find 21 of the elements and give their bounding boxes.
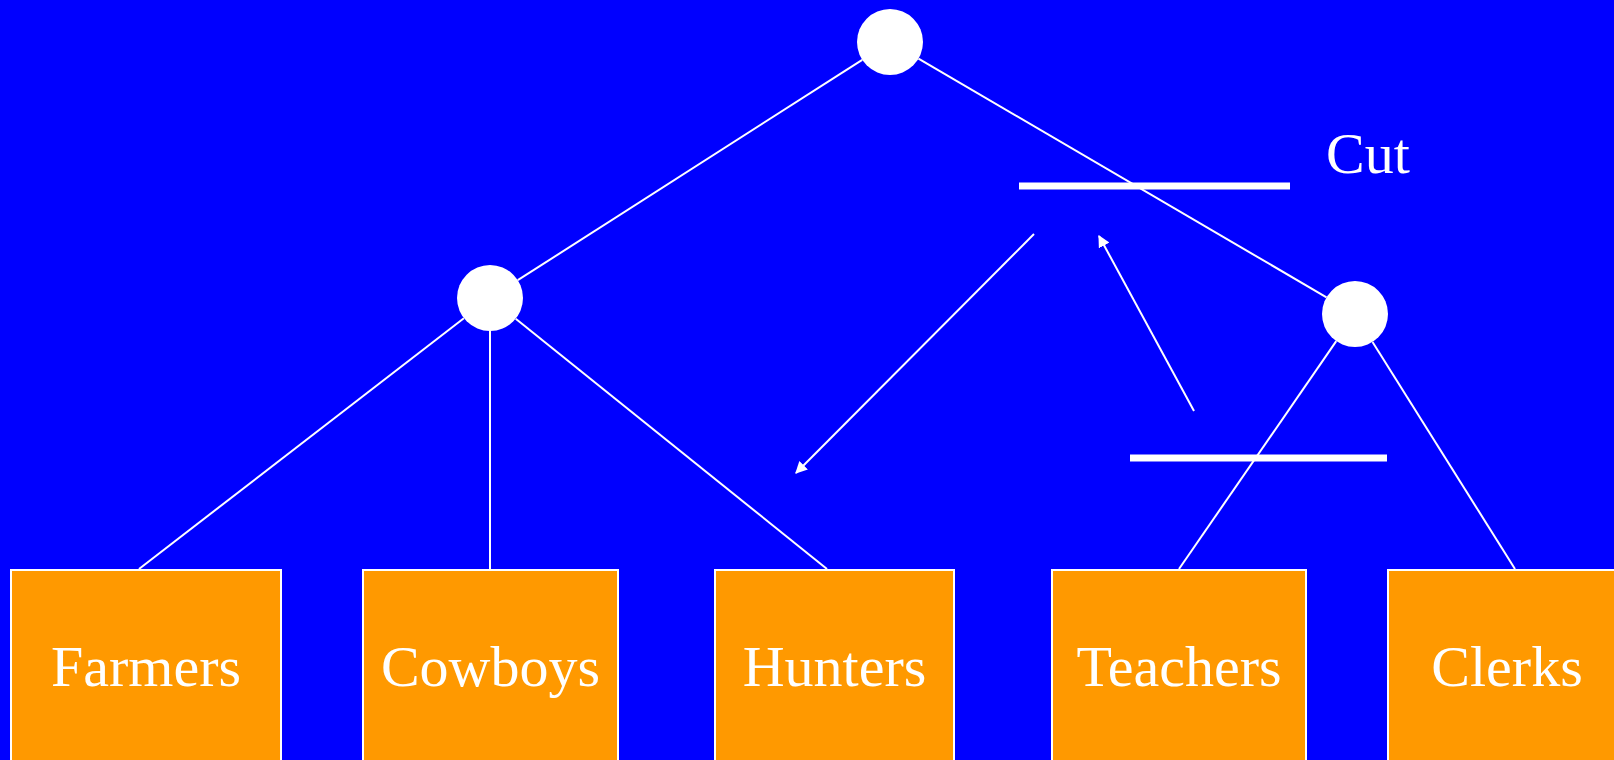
tree-node-circle: [457, 265, 523, 331]
connector-line: [1178, 340, 1338, 570]
connector-line: [917, 57, 1328, 299]
box-label: Hunters: [742, 633, 927, 700]
leaf-box: [1051, 569, 1307, 760]
leaf-box: [714, 569, 955, 760]
box-label: Clerks: [1431, 633, 1583, 700]
box-label: Farmers: [50, 633, 242, 700]
connector-line: [1371, 340, 1516, 570]
connector-line: [516, 58, 864, 282]
leaf-box: [1387, 569, 1614, 760]
leaf-box: [362, 569, 619, 760]
connector-line: [489, 330, 491, 570]
connector-line: [514, 317, 828, 570]
connector-line: [138, 317, 465, 570]
tree-node-circle: [857, 9, 923, 75]
cut-label: Cut: [1326, 120, 1410, 187]
box-label: Teachers: [1076, 633, 1282, 700]
leaf-box: [10, 569, 282, 760]
box-label: Cowboys: [380, 633, 601, 700]
tree-node-circle: [1322, 281, 1388, 347]
